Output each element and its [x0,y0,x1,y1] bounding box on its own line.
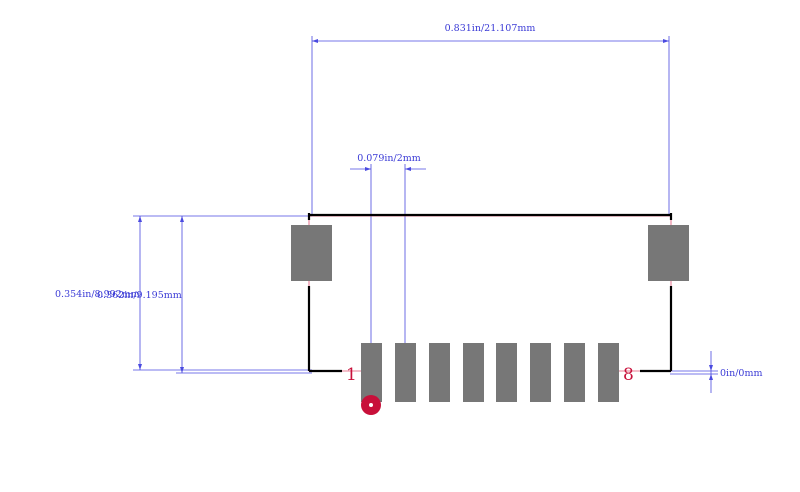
signal-pad [429,343,450,402]
mounting-pad-left [291,225,332,281]
signal-pad [530,343,551,402]
height-body-label: 0.362in/9.195mm [97,290,182,301]
height-dimensions: 0.354in/8.992mm 0.362in/9.195mm [55,215,312,374]
width-dimension: 0.831in/21.107mm [311,23,670,216]
signal-pad [598,343,619,402]
pin-last-label: 8 [623,365,634,385]
pin-first-label: 1 [346,365,357,385]
width-dimension-label: 0.831in/21.107mm [445,23,536,34]
pitch-dimension-label: 0.079in/2mm [357,153,421,164]
height-total-label: 0.354in/8.992mm [55,289,140,300]
signal-pad [361,343,382,402]
signal-pad [564,343,585,402]
offset-dimension-label: 0in/0mm [720,368,762,379]
signal-pad [463,343,484,402]
pitch-dimension: 0.079in/2mm [350,153,426,372]
offset-dimension: 0in/0mm [670,351,762,393]
signal-pad [496,343,517,402]
pin1-marker-icon [361,395,381,415]
signal-pads [361,343,619,402]
signal-pad [395,343,416,402]
mounting-pad-right [648,225,689,281]
